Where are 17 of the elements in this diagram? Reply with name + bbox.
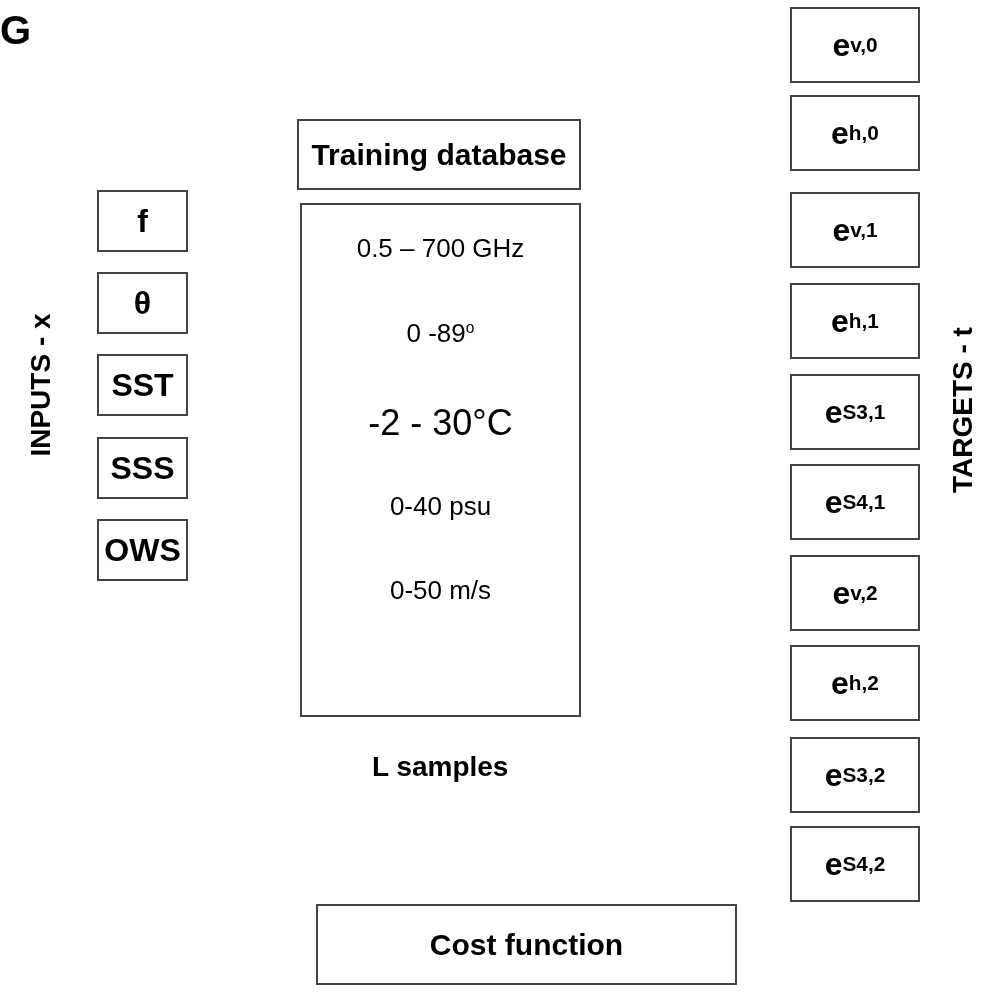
range-text: -2 - 30°C	[367, 405, 514, 441]
input-box: f	[97, 190, 188, 252]
range-box	[300, 203, 581, 717]
input-box: θ	[97, 272, 188, 334]
heading-letter: G	[0, 8, 32, 53]
input-box: SSS	[97, 437, 188, 499]
axis-title: TARGETS - t	[946, 327, 979, 493]
range-text: 0.5 – 700 GHz	[355, 235, 526, 261]
cost-function-box: Cost function	[316, 904, 737, 985]
range-text: 0 -89$^{o}$	[405, 320, 476, 347]
range-text: 0-40 psu	[388, 493, 493, 519]
range-text: 0-50 m/s	[388, 577, 493, 603]
title-box: Training database	[297, 119, 581, 190]
sample-count-label: L samples	[372, 751, 509, 783]
input-box: OWS	[97, 519, 188, 581]
input-box: SST	[97, 354, 188, 416]
axis-title: INPUTS - x	[24, 313, 57, 457]
